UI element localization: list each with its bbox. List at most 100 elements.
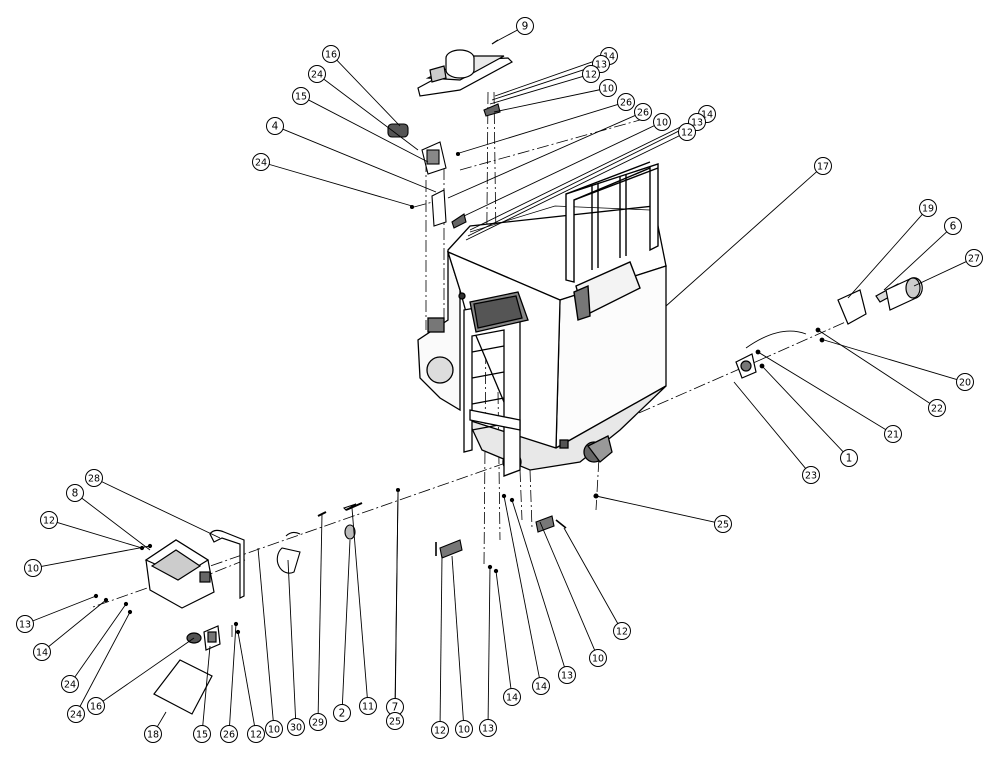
callout-2: 2	[333, 704, 351, 722]
callout-circle	[714, 515, 732, 533]
callout-circle	[814, 157, 832, 175]
callout-circle	[582, 65, 600, 83]
leader-line-13	[32, 595, 97, 622]
callout-20: 20	[956, 373, 974, 391]
callout-number: 26	[637, 108, 649, 119]
leader-line-20	[823, 339, 957, 381]
callout-15: 15	[292, 87, 310, 105]
callout-12: 12	[247, 725, 265, 743]
callout-number: 26	[620, 98, 632, 109]
leader-line-15	[202, 645, 211, 726]
callout-1: 1	[840, 449, 858, 467]
part-9-top-assembly	[417, 39, 513, 97]
center-bottom-hardware	[435, 493, 567, 574]
callout-17: 17	[814, 157, 832, 175]
callout-number: 24	[70, 710, 82, 721]
callout-14: 14	[33, 643, 51, 661]
callout-number: 16	[90, 702, 102, 713]
callout-21: 21	[884, 425, 902, 443]
callout-16: 16	[87, 697, 105, 715]
leader-line-24	[79, 611, 131, 707]
callout-number: 6	[950, 221, 957, 233]
callout-number: 29	[312, 718, 324, 729]
callout-26: 26	[634, 103, 652, 121]
leader-line-12	[439, 555, 443, 722]
callout-number: 12	[434, 726, 446, 737]
callout-circle	[40, 511, 58, 529]
leader-line-13	[511, 499, 565, 668]
callout-number: 13	[691, 118, 703, 129]
leader-line-10	[257, 547, 274, 721]
callout-13: 13	[16, 615, 34, 633]
leader-line-26	[447, 115, 636, 199]
callout-circle	[455, 720, 473, 738]
callout-number: 10	[268, 725, 280, 736]
part-19-bracket	[837, 289, 867, 325]
leader-line-10	[41, 545, 151, 567]
leader-line-14	[469, 117, 700, 231]
callout-12: 12	[582, 65, 600, 83]
callout-number: 19	[922, 204, 934, 215]
leader-line-13	[487, 566, 491, 720]
callout-circle	[247, 725, 265, 743]
callout-number: 12	[250, 730, 262, 741]
callout-10: 10	[589, 649, 607, 667]
leader-line-29	[317, 513, 323, 714]
callout-number: 24	[255, 158, 267, 169]
callout-12: 12	[613, 622, 631, 640]
right-side-parts	[735, 277, 923, 379]
callout-circle	[634, 103, 652, 121]
callout-circle	[87, 697, 105, 715]
part-2-plug	[344, 524, 356, 540]
leader-lines	[32, 29, 967, 727]
callout-circle	[532, 677, 550, 695]
leader-line-8	[81, 497, 151, 551]
callout-number: 13	[561, 671, 573, 682]
callout-number: 14	[701, 110, 713, 121]
callout-30: 30	[287, 718, 305, 736]
callout-number: 17	[817, 162, 829, 173]
callout-13: 13	[558, 666, 576, 684]
callout-number: 12	[43, 516, 55, 527]
callout-circle	[802, 466, 820, 484]
callout-number: 10	[458, 725, 470, 736]
callout-number: 21	[887, 430, 899, 441]
callout-circle	[503, 688, 521, 706]
lower-left-parts	[93, 529, 245, 715]
leader-line-24	[269, 163, 413, 207]
leader-line-1	[761, 365, 844, 453]
callout-circle	[61, 675, 79, 693]
callout-number: 27	[968, 254, 980, 265]
callout-7: 7	[386, 698, 404, 716]
leader-line-26	[229, 623, 237, 726]
leader-line-11	[351, 507, 368, 698]
callout-number: 22	[931, 404, 943, 415]
callout-number: 10	[592, 654, 604, 665]
leader-line-30	[287, 559, 297, 719]
callout-29: 29	[309, 713, 327, 731]
callout-number: 15	[196, 730, 208, 741]
callout-circle	[944, 217, 962, 235]
callout-circle	[386, 712, 404, 730]
callout-circle	[516, 17, 534, 35]
callout-circle	[431, 721, 449, 739]
callout-14: 14	[532, 677, 550, 695]
callout-circle	[193, 725, 211, 743]
leader-line-12	[563, 527, 619, 624]
callout-9: 9	[516, 17, 534, 35]
callout-circle	[220, 725, 238, 743]
callout-circle	[479, 719, 497, 737]
callout-circle	[265, 720, 283, 738]
callout-circle	[67, 705, 85, 723]
callout-number: 12	[616, 627, 628, 638]
callout-circle	[266, 117, 284, 135]
callout-circle	[333, 704, 351, 722]
callout-number: 11	[362, 702, 374, 713]
handrail	[565, 161, 659, 321]
callout-10: 10	[455, 720, 473, 738]
callout-11: 11	[359, 697, 377, 715]
leader-line-14	[495, 570, 512, 689]
leader-line-12	[57, 522, 143, 549]
leader-line-10	[539, 521, 596, 651]
callout-circle	[144, 725, 162, 743]
